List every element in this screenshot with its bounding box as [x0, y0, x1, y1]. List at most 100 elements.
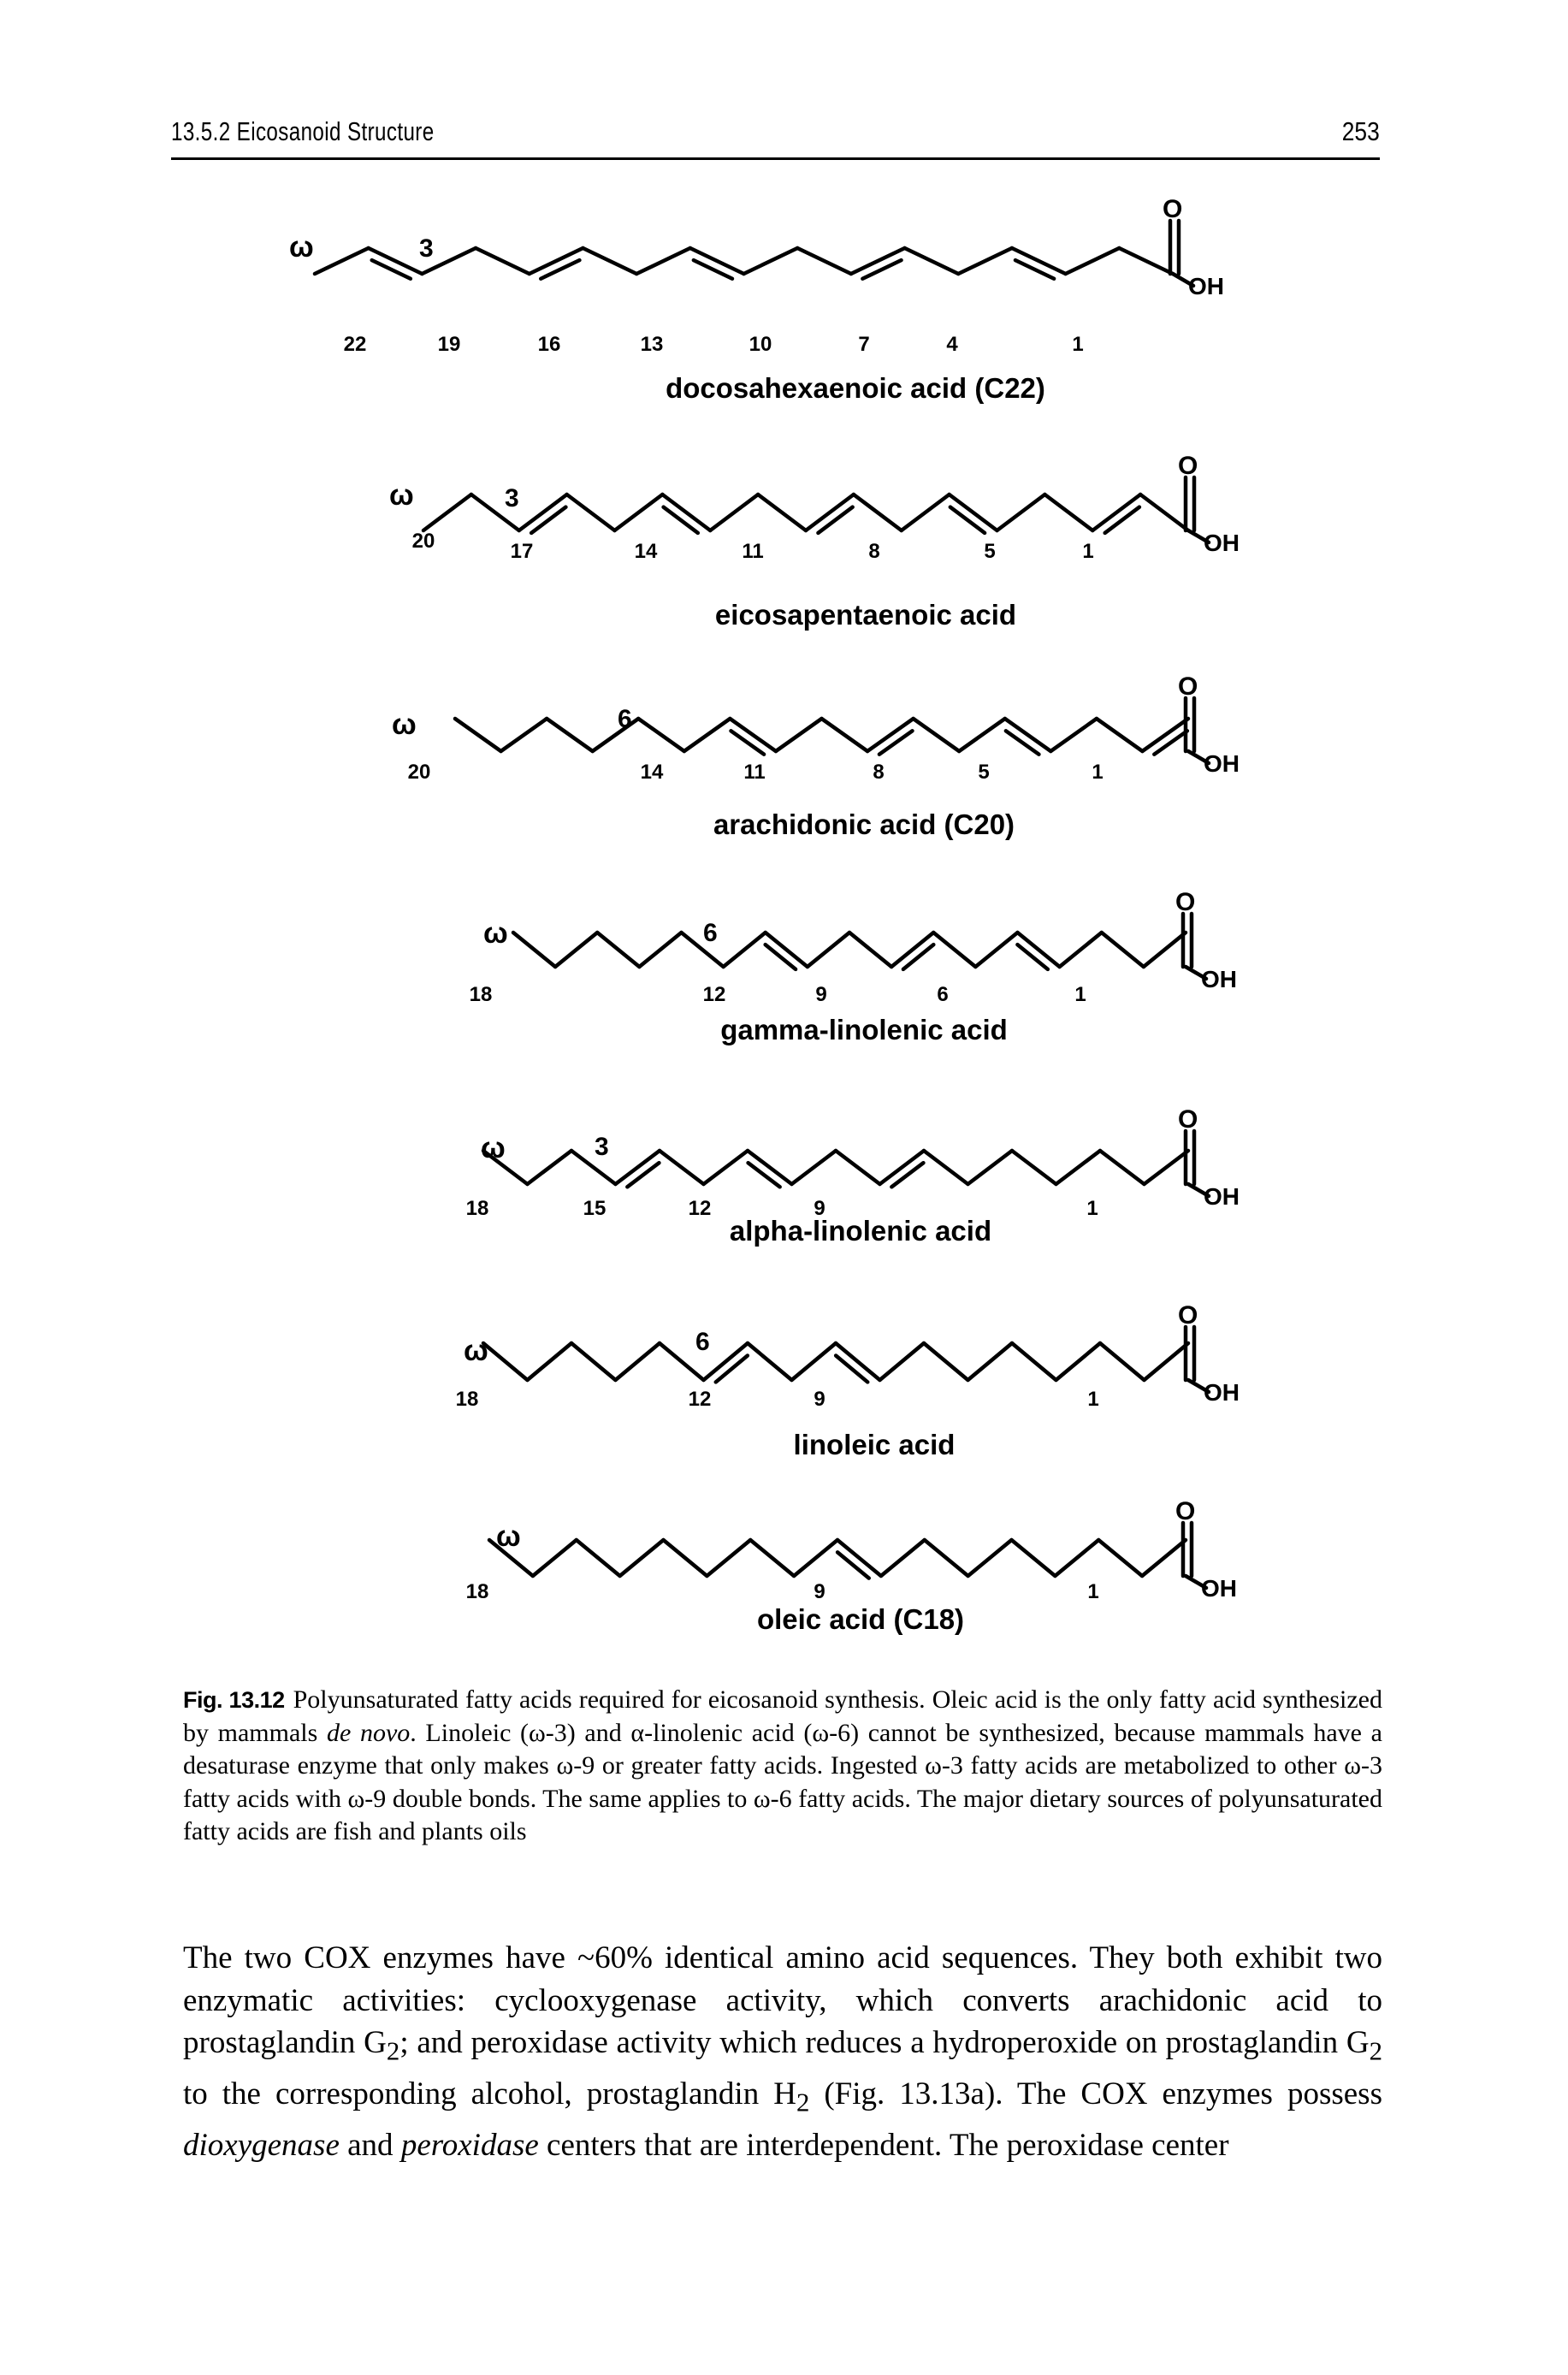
oxygen-label: O: [1175, 1497, 1195, 1525]
bond: [755, 492, 808, 533]
bond: [595, 930, 642, 969]
bond: [682, 716, 732, 754]
omega-symbol: ω: [392, 708, 417, 741]
bond: [544, 716, 595, 754]
double-bond: [835, 1550, 871, 1580]
bond: [745, 1341, 794, 1383]
bond: [530, 1537, 578, 1578]
bond: [701, 1341, 750, 1383]
carbon-number-label: 1: [1072, 333, 1083, 356]
bond: [1009, 1341, 1058, 1383]
bond: [636, 716, 687, 754]
carbon-number-label: 8: [873, 761, 884, 784]
bond: [481, 1341, 530, 1383]
carbon-number-label: 4: [946, 333, 958, 356]
bond: [612, 492, 665, 533]
carbon-number-label: 19: [438, 333, 461, 356]
oxygen-label: O: [1178, 1105, 1198, 1134]
bond: [947, 492, 999, 533]
oxygen-label: O: [1163, 195, 1182, 223]
double-bond: [1152, 729, 1190, 756]
bond: [911, 716, 962, 754]
double-bond: [833, 1353, 870, 1384]
bond: [1138, 492, 1191, 533]
bond: [878, 1341, 926, 1383]
bond: [1043, 492, 1095, 533]
body-text-4: (Fig. 13.13a). The COX enzymes possess: [809, 2076, 1382, 2111]
bond: [763, 930, 810, 969]
bond: [705, 1537, 753, 1578]
subscript-2: 2: [796, 2088, 810, 2117]
hydroxyl-label: OH: [1204, 750, 1240, 777]
body-text-3: to the corresponding alcohol, prostaglan…: [183, 2076, 796, 2111]
double-bond: [816, 505, 855, 536]
body-text-6: centers that are interdependent. The per…: [538, 2127, 1229, 2163]
bond: [1094, 716, 1145, 754]
bond: [899, 492, 951, 533]
omega-symbol: ω: [289, 231, 314, 264]
molecule-name: linoleic acid: [794, 1429, 956, 1460]
hydroxyl-bond: [1186, 1377, 1211, 1395]
double-bond: [661, 505, 701, 536]
double-bond: [890, 1160, 926, 1189]
carbon-number-label: 20: [408, 761, 431, 784]
hydroxyl-bond: [1186, 528, 1211, 545]
caption-italic-term: de novo: [326, 1718, 411, 1747]
bond: [805, 930, 852, 969]
carbon-number-label: 12: [689, 1197, 712, 1220]
bond: [613, 1341, 662, 1383]
hydroxyl-label: OH: [1201, 1575, 1237, 1602]
bond: [1054, 1341, 1103, 1383]
bond: [569, 1148, 618, 1187]
double-bond: [370, 258, 413, 281]
carbon-number-label: 1: [1074, 983, 1086, 1006]
double-bond: [1013, 258, 1056, 281]
double-bond: [901, 942, 936, 972]
bond: [517, 492, 569, 533]
bond: [565, 492, 617, 533]
carbon-number-label: 1: [1087, 1580, 1098, 1603]
bond: [581, 246, 639, 276]
carbon-number-label: 18: [470, 983, 493, 1006]
omega-symbol: ω: [389, 479, 414, 512]
bond: [803, 492, 856, 533]
hydroxyl-bond: [1186, 1182, 1211, 1199]
omega-symbol: ω: [481, 1132, 506, 1164]
carbon-number-label: 1: [1082, 540, 1093, 563]
bond: [1009, 1537, 1057, 1578]
bond: [420, 246, 478, 276]
bond: [1099, 930, 1146, 969]
hydroxyl-label: OH: [1204, 1183, 1240, 1210]
body-paragraph: The two COX enzymes have ~60% identical …: [183, 1937, 1382, 2166]
bond: [865, 716, 915, 754]
bond: [728, 716, 778, 754]
double-bond: [763, 942, 798, 972]
carbon-number-label: 16: [538, 333, 561, 356]
omega-position-label: 6: [695, 1328, 710, 1356]
molecule-name: oleic acid (C18): [757, 1603, 964, 1635]
bond: [745, 1148, 794, 1187]
carbon-number-label: 18: [466, 1197, 489, 1220]
bond: [790, 1341, 838, 1383]
double-bond: [713, 1353, 750, 1384]
double-bond: [539, 258, 582, 281]
bond: [966, 1148, 1015, 1187]
carbon-number-label: 8: [868, 540, 879, 563]
bond: [795, 246, 854, 276]
carbon-number-label: 7: [858, 333, 869, 356]
double-bond: [1003, 729, 1041, 756]
carbon-number-label: 10: [749, 333, 772, 356]
oxygen-label: O: [1178, 452, 1198, 480]
bond: [481, 1148, 530, 1187]
double-bond: [948, 505, 987, 536]
bond: [469, 492, 521, 533]
carbon-number-label: 12: [703, 983, 726, 1006]
bond: [851, 492, 903, 533]
bond: [791, 1537, 840, 1578]
bond: [889, 930, 936, 969]
bond: [966, 1341, 1015, 1383]
carbon-number-label: 22: [344, 333, 367, 356]
bond: [773, 716, 824, 754]
bond: [742, 246, 800, 276]
